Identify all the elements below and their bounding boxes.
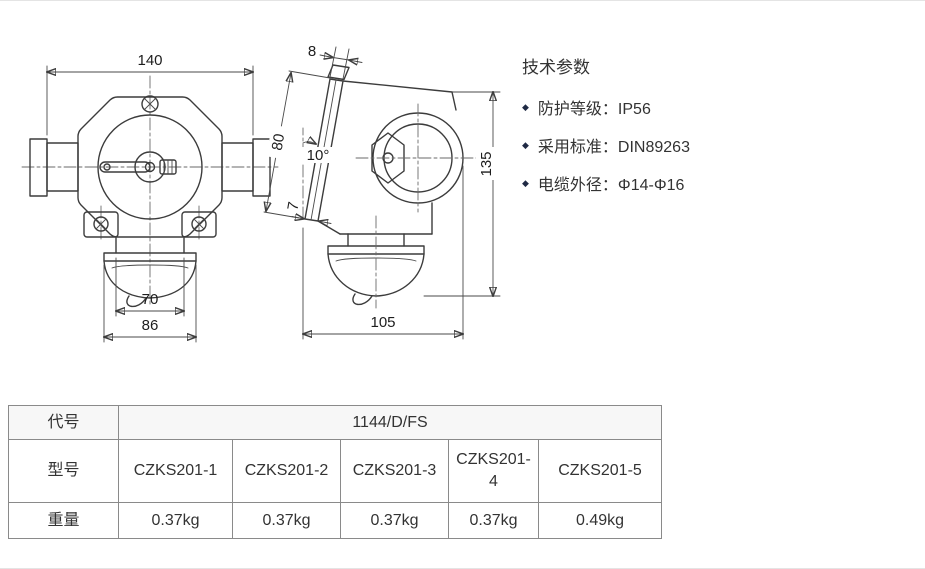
tech-param-protection-text: 防护等级：IP56 (537, 101, 651, 118)
diamond-bullet-icon: ◆ (522, 139, 529, 150)
cell-model-1: CZKS201-1 (118, 439, 233, 503)
rotary-lever (99, 151, 177, 183)
row-weight-label: 重量 (8, 502, 119, 539)
top-screw (141, 95, 159, 113)
front-width-dim-label: 140 (137, 52, 162, 69)
mounting-ears (83, 211, 217, 238)
depth-dimension: 105 (303, 165, 463, 340)
tech-param-cable-text: 电缆外径：Φ14-Φ16 (537, 177, 685, 194)
front-view-drawing: 140 70 86 (21, 52, 279, 343)
plate-thickness-dim-label: 8 (308, 43, 316, 60)
cell-model-3: CZKS201-3 (340, 439, 449, 503)
height-dim-label: 135 (478, 151, 495, 176)
depth-dim-label: 105 (370, 314, 395, 331)
tech-param-standard: ◆ 采用标准：DIN89263 (522, 133, 690, 157)
diamond-bullet-icon: ◆ (522, 177, 529, 188)
switch-housing (77, 96, 223, 238)
tech-params-title: 技术参数 (522, 58, 590, 77)
row-code-value: 1144/D/FS (118, 405, 662, 440)
side-body (317, 80, 464, 235)
cell-weight-1: 0.37kg (118, 502, 233, 539)
front-neck-dimension: 70 (116, 257, 184, 317)
row-model-label: 型号 (8, 439, 119, 503)
plate-face-dimension: 80 (263, 70, 331, 220)
plate-thickness-dimension: 8 (308, 43, 363, 80)
table-row-weight: 重量 0.37kg 0.37kg 0.37kg 0.37kg 0.49kg (8, 502, 662, 539)
spec-table: 代号 1144/D/FS 型号 CZKS201-1 CZKS201-2 CZKS… (8, 405, 662, 539)
cell-model-4: CZKS201-4 (448, 439, 539, 503)
cell-model-2: CZKS201-2 (232, 439, 341, 503)
height-dimension: 135 (423, 92, 501, 296)
cell-weight-3: 0.37kg (340, 502, 449, 539)
front-base-dim-label: 86 (142, 317, 159, 334)
row-code-label: 代号 (8, 405, 119, 440)
tilted-mounting-plate (304, 64, 350, 222)
front-neck-dim-label: 70 (142, 291, 159, 308)
cell-weight-5: 0.49kg (538, 502, 662, 539)
cell-model-5: CZKS201-5 (538, 439, 662, 503)
cell-weight-2: 0.37kg (232, 502, 341, 539)
technical-drawing: 140 70 86 (21, 43, 501, 343)
plate-lip-dim-label: 7 (284, 201, 302, 212)
tech-param-cable: ◆ 电缆外径：Φ14-Φ16 (522, 171, 690, 195)
tech-param-standard-text: 采用标准：DIN89263 (537, 139, 690, 156)
side-view-drawing: 8 80 10° (263, 43, 501, 340)
left-flange (29, 138, 79, 197)
plate-face-dim-label: 80 (269, 132, 289, 151)
table-row-code: 代号 1144/D/FS (8, 405, 662, 440)
table-row-model: 型号 CZKS201-1 CZKS201-2 CZKS201-3 CZKS201… (8, 439, 662, 503)
cell-weight-4: 0.37kg (448, 502, 539, 539)
plate-lip-dimension: 7 (284, 201, 332, 224)
tilt-angle-annotation: 10° (301, 142, 335, 164)
tech-param-protection: ◆ 防护等级：IP56 (522, 95, 690, 119)
front-base-dimension: 86 (104, 264, 196, 343)
tech-params-panel: 技术参数 ◆ 防护等级：IP56 ◆ 采用标准：DIN89263 ◆ 电缆外径：… (522, 53, 690, 209)
right-flange (221, 138, 271, 197)
front-width-dimension: 140 (47, 52, 253, 136)
tilt-angle-label: 10° (307, 147, 330, 164)
diamond-bullet-icon: ◆ (522, 101, 529, 112)
